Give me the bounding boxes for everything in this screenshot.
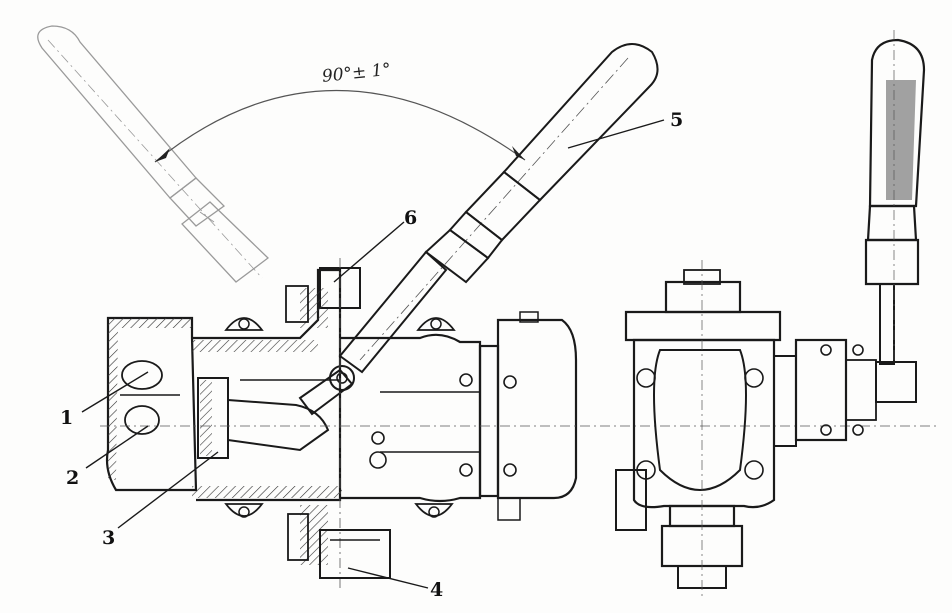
ghost-lever bbox=[37, 25, 270, 283]
callout-6: 6 bbox=[404, 207, 417, 229]
angle-label: 90°± 1° bbox=[321, 60, 392, 87]
callout-5: 5 bbox=[670, 109, 683, 131]
pump-side-view bbox=[615, 30, 926, 600]
callouts: 1 2 3 4 5 6 bbox=[60, 109, 683, 601]
angle-dimension: 90°± 1° bbox=[154, 60, 526, 163]
main-lever bbox=[338, 43, 659, 374]
callout-3: 3 bbox=[102, 527, 115, 549]
callout-2: 2 bbox=[66, 467, 79, 489]
callout-1: 1 bbox=[60, 407, 73, 429]
pump-body-section bbox=[100, 258, 940, 590]
leader-lines bbox=[81, 119, 665, 589]
callout-4: 4 bbox=[430, 579, 443, 601]
